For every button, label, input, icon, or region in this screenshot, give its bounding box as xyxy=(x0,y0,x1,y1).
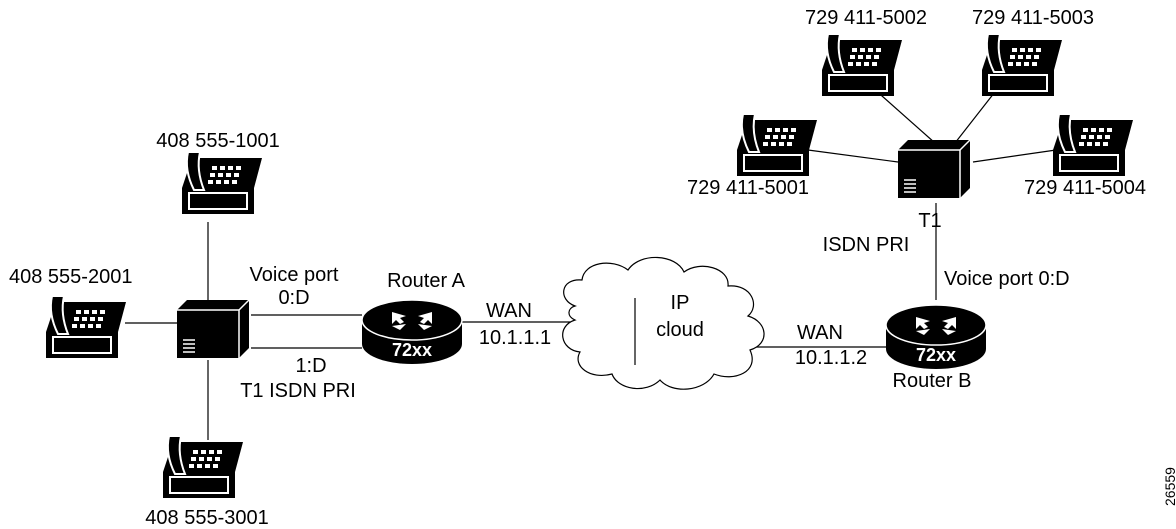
pbx-icon xyxy=(897,139,971,199)
router-a-wan-ip: 10.1.1.1 xyxy=(478,327,552,349)
ip-cloud xyxy=(562,256,765,390)
link-phone-5003 xyxy=(954,87,999,144)
router-a-name: Router A xyxy=(387,270,465,292)
router-a-model: 72xx xyxy=(392,340,432,360)
pbx-icon xyxy=(176,299,250,359)
link-phone-5002 xyxy=(872,87,936,144)
phone-label-left-bottom: 408 555-3001 xyxy=(145,507,269,529)
link-phone-5001 xyxy=(807,149,899,163)
left-trunk-label: T1 ISDN PRI xyxy=(240,380,356,402)
phone-icon xyxy=(45,295,127,359)
link-phone-5004 xyxy=(972,149,1057,163)
phone-icon xyxy=(981,33,1063,97)
router-b-wan-label: WAN xyxy=(797,322,843,344)
voice-port-label: Voice port xyxy=(249,264,339,286)
phone-label-5001: 729 411-5001 xyxy=(687,177,809,199)
right-voice-port-label: Voice port 0:D xyxy=(944,268,1070,290)
phone-label-5004: 729 411-5004 xyxy=(1024,177,1146,199)
phone-label-left-mid: 408 555-2001 xyxy=(9,266,133,288)
right-trunk-label-line2: ISDN PRI xyxy=(822,234,910,256)
phone-icon xyxy=(1052,113,1134,177)
cloud-label-line1: IP xyxy=(670,292,690,314)
figure-id: 26559 xyxy=(1162,467,1176,506)
router-b-name: Router B xyxy=(892,370,972,392)
voice-port-1d-label: 1:D xyxy=(295,355,327,377)
phone-icon xyxy=(181,151,263,215)
phone-icon xyxy=(821,33,903,97)
phone-label-5002: 729 411-5002 xyxy=(805,7,927,29)
phone-label-left-top: 408 555-1001 xyxy=(156,130,280,152)
voice-port-0d-label: 0:D xyxy=(278,287,310,309)
router-b-model: 72xx xyxy=(916,345,956,365)
router-a-wan-label: WAN xyxy=(486,300,532,322)
right-trunk-label-line1: T1 xyxy=(918,210,942,232)
router-b-wan-ip: 10.1.1.2 xyxy=(794,347,868,369)
phone-icon xyxy=(736,113,818,177)
cloud-label-line2: cloud xyxy=(656,319,704,341)
phone-icon xyxy=(162,435,244,499)
phone-label-5003: 729 411-5003 xyxy=(972,7,1094,29)
